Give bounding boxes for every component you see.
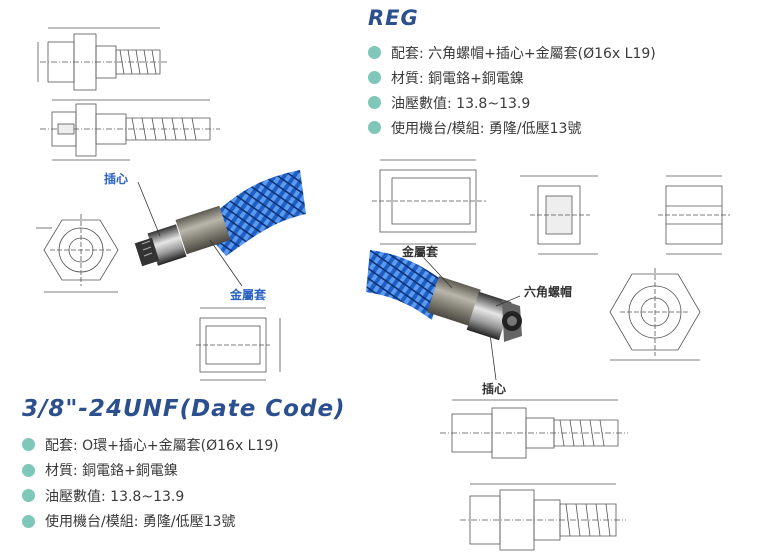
- leader-hex-right: [495, 295, 521, 307]
- reg-spec-item: 使用機台/模組: 勇隆/低壓13號: [368, 115, 656, 140]
- drawing-bottom-side: [460, 483, 626, 551]
- leader-sleeve-left: [209, 239, 243, 287]
- unf-spec-text: 材質: 銅電鉻+銅電鎳: [45, 463, 178, 480]
- drawing-right-nut-side: [658, 175, 730, 255]
- leader-sleeve-right: [423, 257, 453, 289]
- photo-right-fitting: [366, 250, 522, 342]
- drawing-right-sleeve: [372, 159, 486, 245]
- drawing-bottom-section: [440, 399, 628, 459]
- leader-insert-left: [137, 181, 161, 237]
- leader-insert-right: [489, 333, 497, 381]
- reg-spec-text: 配套: 六角螺帽+插心+金屬套(Ø16x L19): [391, 45, 656, 62]
- unf-spec-item: 材質: 銅電鉻+銅電鎳: [22, 458, 279, 484]
- reg-spec-text: 材質: 銅電鉻+銅電鎳: [391, 70, 524, 87]
- bullet-icon: [368, 46, 381, 59]
- drawing-left-section: [40, 99, 220, 161]
- drawing-right-hex: [609, 268, 701, 361]
- bullet-icon: [368, 96, 381, 109]
- bullet-icon: [22, 514, 35, 528]
- drawing-left-sleeve: [196, 307, 281, 381]
- drawing-left-top: [37, 27, 168, 91]
- unf-spec-list: 配套: O環+插心+金屬套(Ø16x L19) 材質: 銅電鉻+銅電鎳 油壓數值…: [22, 432, 279, 534]
- unf-spec-item: 油壓數值: 13.8~13.9: [22, 483, 279, 509]
- callout-insert-right: 插心: [482, 382, 507, 396]
- bullet-icon: [368, 121, 381, 134]
- reg-title: REG: [368, 6, 419, 30]
- callout-insert-left: 插心: [104, 172, 129, 186]
- callout-sleeve-right: 金屬套: [402, 245, 439, 259]
- reg-spec-list: 配套: 六角螺帽+插心+金屬套(Ø16x L19) 材質: 銅電鉻+銅電鎳 油壓…: [368, 40, 656, 140]
- bullet-icon: [22, 463, 35, 477]
- unf-spec-item: 配套: O環+插心+金屬套(Ø16x L19): [22, 432, 279, 458]
- reg-spec-item: 材質: 銅電鉻+銅電鎳: [368, 65, 656, 90]
- unf-spec-text: 油壓數值: 13.8~13.9: [45, 488, 185, 505]
- photo-left-fitting: [134, 170, 306, 267]
- callout-sleeve-left: 金屬套: [230, 288, 267, 302]
- callout-hex-nut: 六角螺帽: [524, 285, 573, 299]
- reg-spec-text: 使用機台/模組: 勇隆/低壓13號: [391, 120, 582, 137]
- unf-spec-text: 配套: O環+插心+金屬套(Ø16x L19): [45, 437, 279, 454]
- unf-title: 3/8"-24UNF(Date Code): [22, 396, 346, 422]
- bullet-icon: [22, 489, 35, 503]
- reg-spec-item: 油壓數值: 13.8~13.9: [368, 90, 656, 115]
- unf-spec-item: 使用機台/模組: 勇隆/低壓13號: [22, 509, 279, 535]
- unf-spec-text: 使用機台/模組: 勇隆/低壓13號: [45, 514, 236, 531]
- drawing-left-hex: [36, 214, 119, 293]
- bullet-icon: [22, 438, 35, 452]
- bullet-icon: [368, 71, 381, 84]
- drawing-right-nut-section: [520, 175, 598, 255]
- reg-spec-text: 油壓數值: 13.8~13.9: [391, 95, 531, 112]
- reg-spec-item: 配套: 六角螺帽+插心+金屬套(Ø16x L19): [368, 40, 656, 65]
